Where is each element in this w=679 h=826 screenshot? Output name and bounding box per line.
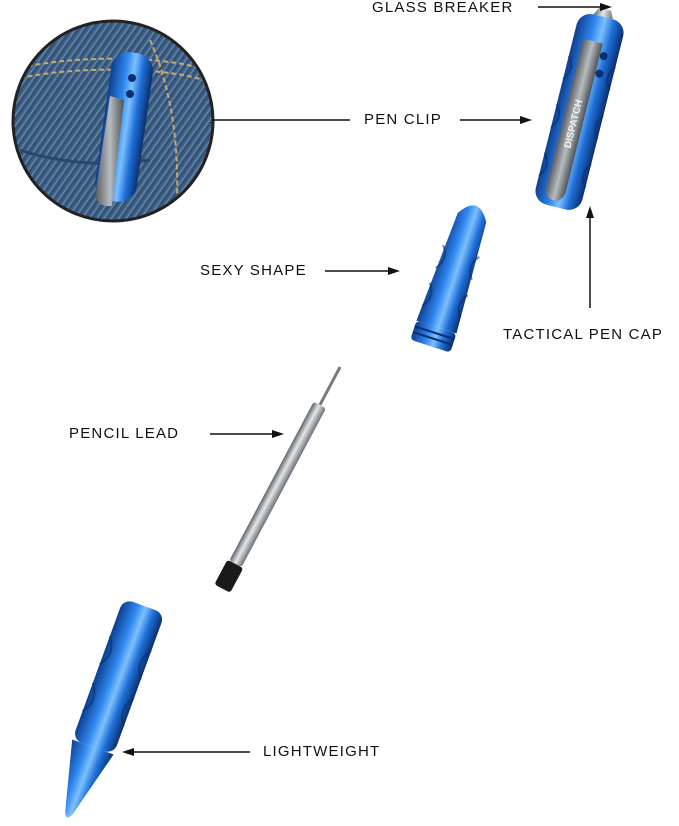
callout-arrows	[122, 3, 612, 756]
pen-clip-shape	[546, 38, 603, 201]
pocket-inset	[11, 19, 215, 223]
glass-breaker-label: GLASS BREAKER	[372, 0, 514, 16]
sexy-shape-label: SEXY SHAPE	[200, 262, 307, 279]
inset-pen	[95, 52, 153, 206]
pen-front-barrel	[411, 205, 487, 352]
glass-breaker-tip	[593, 7, 613, 20]
pencil-lead-label: PENCIL LEAD	[69, 425, 180, 442]
pen-main-barrel	[65, 601, 163, 818]
tactical-pen-cap-label: TACTICAL PEN CAP	[503, 326, 664, 343]
pen-clip-label: PEN CLIP	[364, 111, 442, 128]
lightweight-label: LIGHTWEIGHT	[263, 743, 381, 760]
pen-cap: DISPATCH	[535, 7, 624, 210]
pen-refill	[215, 366, 342, 592]
